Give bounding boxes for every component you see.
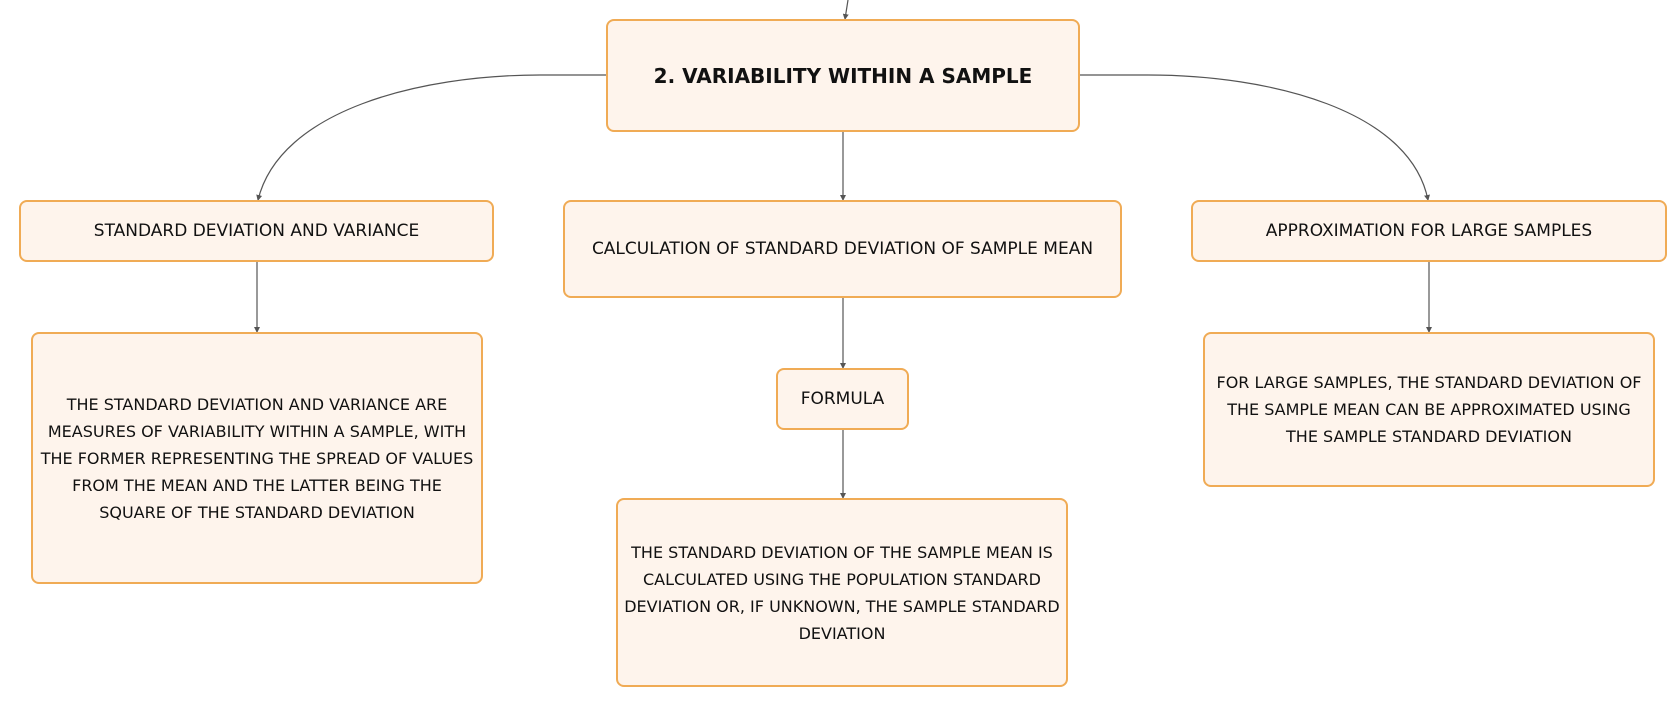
branch-node-calculation[interactable]: CALCULATION OF STANDARD DEVIATION OF SAM… bbox=[563, 200, 1122, 298]
branch-label: CALCULATION OF STANDARD DEVIATION OF SAM… bbox=[591, 239, 1094, 259]
root-title: 2. VARIABILITY WITHIN A SAMPLE bbox=[653, 63, 1033, 88]
detail-text: THE STANDARD DEVIATION OF THE SAMPLE MEA… bbox=[624, 542, 1060, 643]
connector-root-to-sdv bbox=[256, 74, 606, 201]
branch-node-approximation[interactable]: APPROXIMATION FOR LARGE SAMPLES bbox=[1191, 200, 1667, 262]
connector-root-to-appr bbox=[1080, 74, 1430, 201]
branch-label: APPROXIMATION FOR LARGE SAMPLES bbox=[1265, 221, 1593, 241]
branch-node-standard-deviation-variance[interactable]: STANDARD DEVIATION AND VARIANCE bbox=[19, 200, 494, 262]
formula-label: FORMULA bbox=[800, 389, 885, 409]
detail-text: THE STANDARD DEVIATION AND VARIANCE ARE … bbox=[40, 394, 474, 522]
root-node[interactable]: 2. VARIABILITY WITHIN A SAMPLE bbox=[606, 19, 1080, 132]
branch-label: STANDARD DEVIATION AND VARIANCE bbox=[93, 221, 420, 241]
connector-incoming bbox=[842, 0, 849, 20]
detail-node-standard-deviation-variance[interactable]: THE STANDARD DEVIATION AND VARIANCE ARE … bbox=[31, 332, 483, 584]
formula-node[interactable]: FORMULA bbox=[776, 368, 909, 430]
detail-text: FOR LARGE SAMPLES, THE STANDARD DEVIATIO… bbox=[1216, 373, 1642, 446]
detail-node-calculation[interactable]: THE STANDARD DEVIATION OF THE SAMPLE MEA… bbox=[616, 498, 1068, 687]
detail-node-approximation[interactable]: FOR LARGE SAMPLES, THE STANDARD DEVIATIO… bbox=[1203, 332, 1655, 487]
